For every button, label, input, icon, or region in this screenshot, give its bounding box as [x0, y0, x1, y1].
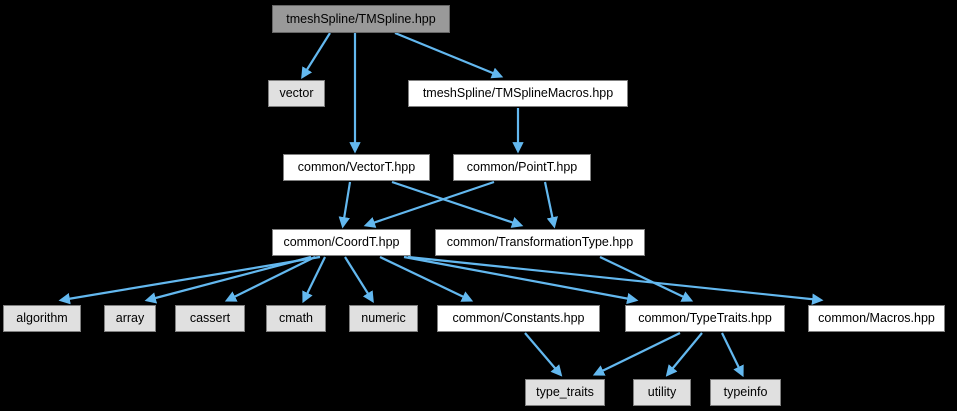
edge-coordt-to-constants: [379, 256, 474, 302]
graph-node-label: utility: [647, 385, 677, 400]
graph-node-vectort[interactable]: common/VectorT.hpp: [283, 154, 430, 181]
graph-node-label: typeinfo: [723, 385, 768, 400]
graph-node-typetraits[interactable]: common/TypeTraits.hpp: [625, 305, 785, 332]
graph-node-coordt[interactable]: common/CoordT.hpp: [272, 229, 411, 256]
edge-constants-to-type_traits: [524, 332, 563, 377]
graph-node-label: numeric: [361, 311, 406, 326]
graph-node-macros[interactable]: common/Macros.hpp: [808, 305, 945, 332]
graph-node-typeinfo[interactable]: typeinfo: [710, 379, 781, 406]
graph-node-label: array: [115, 311, 145, 326]
graph-node-label: common/VectorT.hpp: [297, 160, 416, 175]
edge-tmspline-to-tmsplinemacros: [394, 31, 504, 79]
graph-node-tmspline: tmeshSpline/TMSpline.hpp: [272, 5, 450, 33]
graph-node-numeric[interactable]: numeric: [349, 305, 418, 332]
graph-node-label: common/Constants.hpp: [452, 311, 585, 326]
edge-coordt-to-cassert: [224, 256, 316, 302]
edge-coordt-to-algorithm: [58, 255, 321, 305]
graph-node-label: common/CoordT.hpp: [283, 235, 400, 250]
graph-node-label: common/Macros.hpp: [818, 311, 935, 326]
graph-node-constants[interactable]: common/Constants.hpp: [437, 305, 600, 332]
graph-node-label: common/TransformationType.hpp: [446, 235, 634, 250]
graph-node-transformationtype[interactable]: common/TransformationType.hpp: [435, 229, 645, 256]
graph-node-label: tmeshSpline/TMSplineMacros.hpp: [422, 86, 614, 101]
edge-coordt-to-macros: [407, 255, 824, 305]
edge-typetraits-to-type_traits: [592, 332, 681, 376]
edge-typetraits-to-utility: [665, 332, 703, 377]
edge-vectort-to-coordt: [338, 181, 352, 229]
graph-node-array[interactable]: array: [104, 305, 156, 332]
graph-node-label: cassert: [189, 311, 231, 326]
edge-coordt-to-cmath: [302, 256, 326, 304]
graph-node-cmath[interactable]: cmath: [266, 305, 326, 332]
edge-coordt-to-numeric: [344, 256, 374, 303]
edge-vectort-to-transformationtype: [391, 180, 524, 228]
graph-node-cassert[interactable]: cassert: [175, 305, 245, 332]
graph-node-utility[interactable]: utility: [633, 379, 691, 406]
edge-pointt-to-transformationtype: [543, 181, 558, 229]
graph-node-label: algorithm: [16, 311, 68, 326]
graph-node-vector[interactable]: vector: [268, 80, 325, 107]
graph-node-label: cmath: [278, 311, 314, 326]
edge-transformationtype-to-typetraits: [599, 256, 694, 302]
edge-group: [58, 31, 824, 378]
edge-coordt-to-typetraits: [403, 255, 639, 305]
graph-node-pointt[interactable]: common/PointT.hpp: [453, 154, 591, 181]
edge-tmspline-to-vector: [301, 32, 331, 79]
graph-node-tmsplinemacros[interactable]: tmeshSpline/TMSplineMacros.hpp: [408, 80, 628, 107]
graph-node-label: common/PointT.hpp: [466, 160, 578, 175]
graph-node-label: vector: [279, 86, 314, 101]
graph-node-algorithm[interactable]: algorithm: [3, 305, 81, 332]
graph-node-label: type_traits: [536, 385, 594, 400]
graph-node-type_traits[interactable]: type_traits: [525, 379, 605, 406]
graph-node-label: common/TypeTraits.hpp: [638, 311, 772, 326]
graph-node-label: tmeshSpline/TMSpline.hpp: [286, 11, 436, 26]
edge-pointt-to-coordt: [363, 180, 495, 228]
edge-typetraits-to-typeinfo: [721, 332, 744, 378]
edge-coordt-to-array: [144, 255, 312, 304]
